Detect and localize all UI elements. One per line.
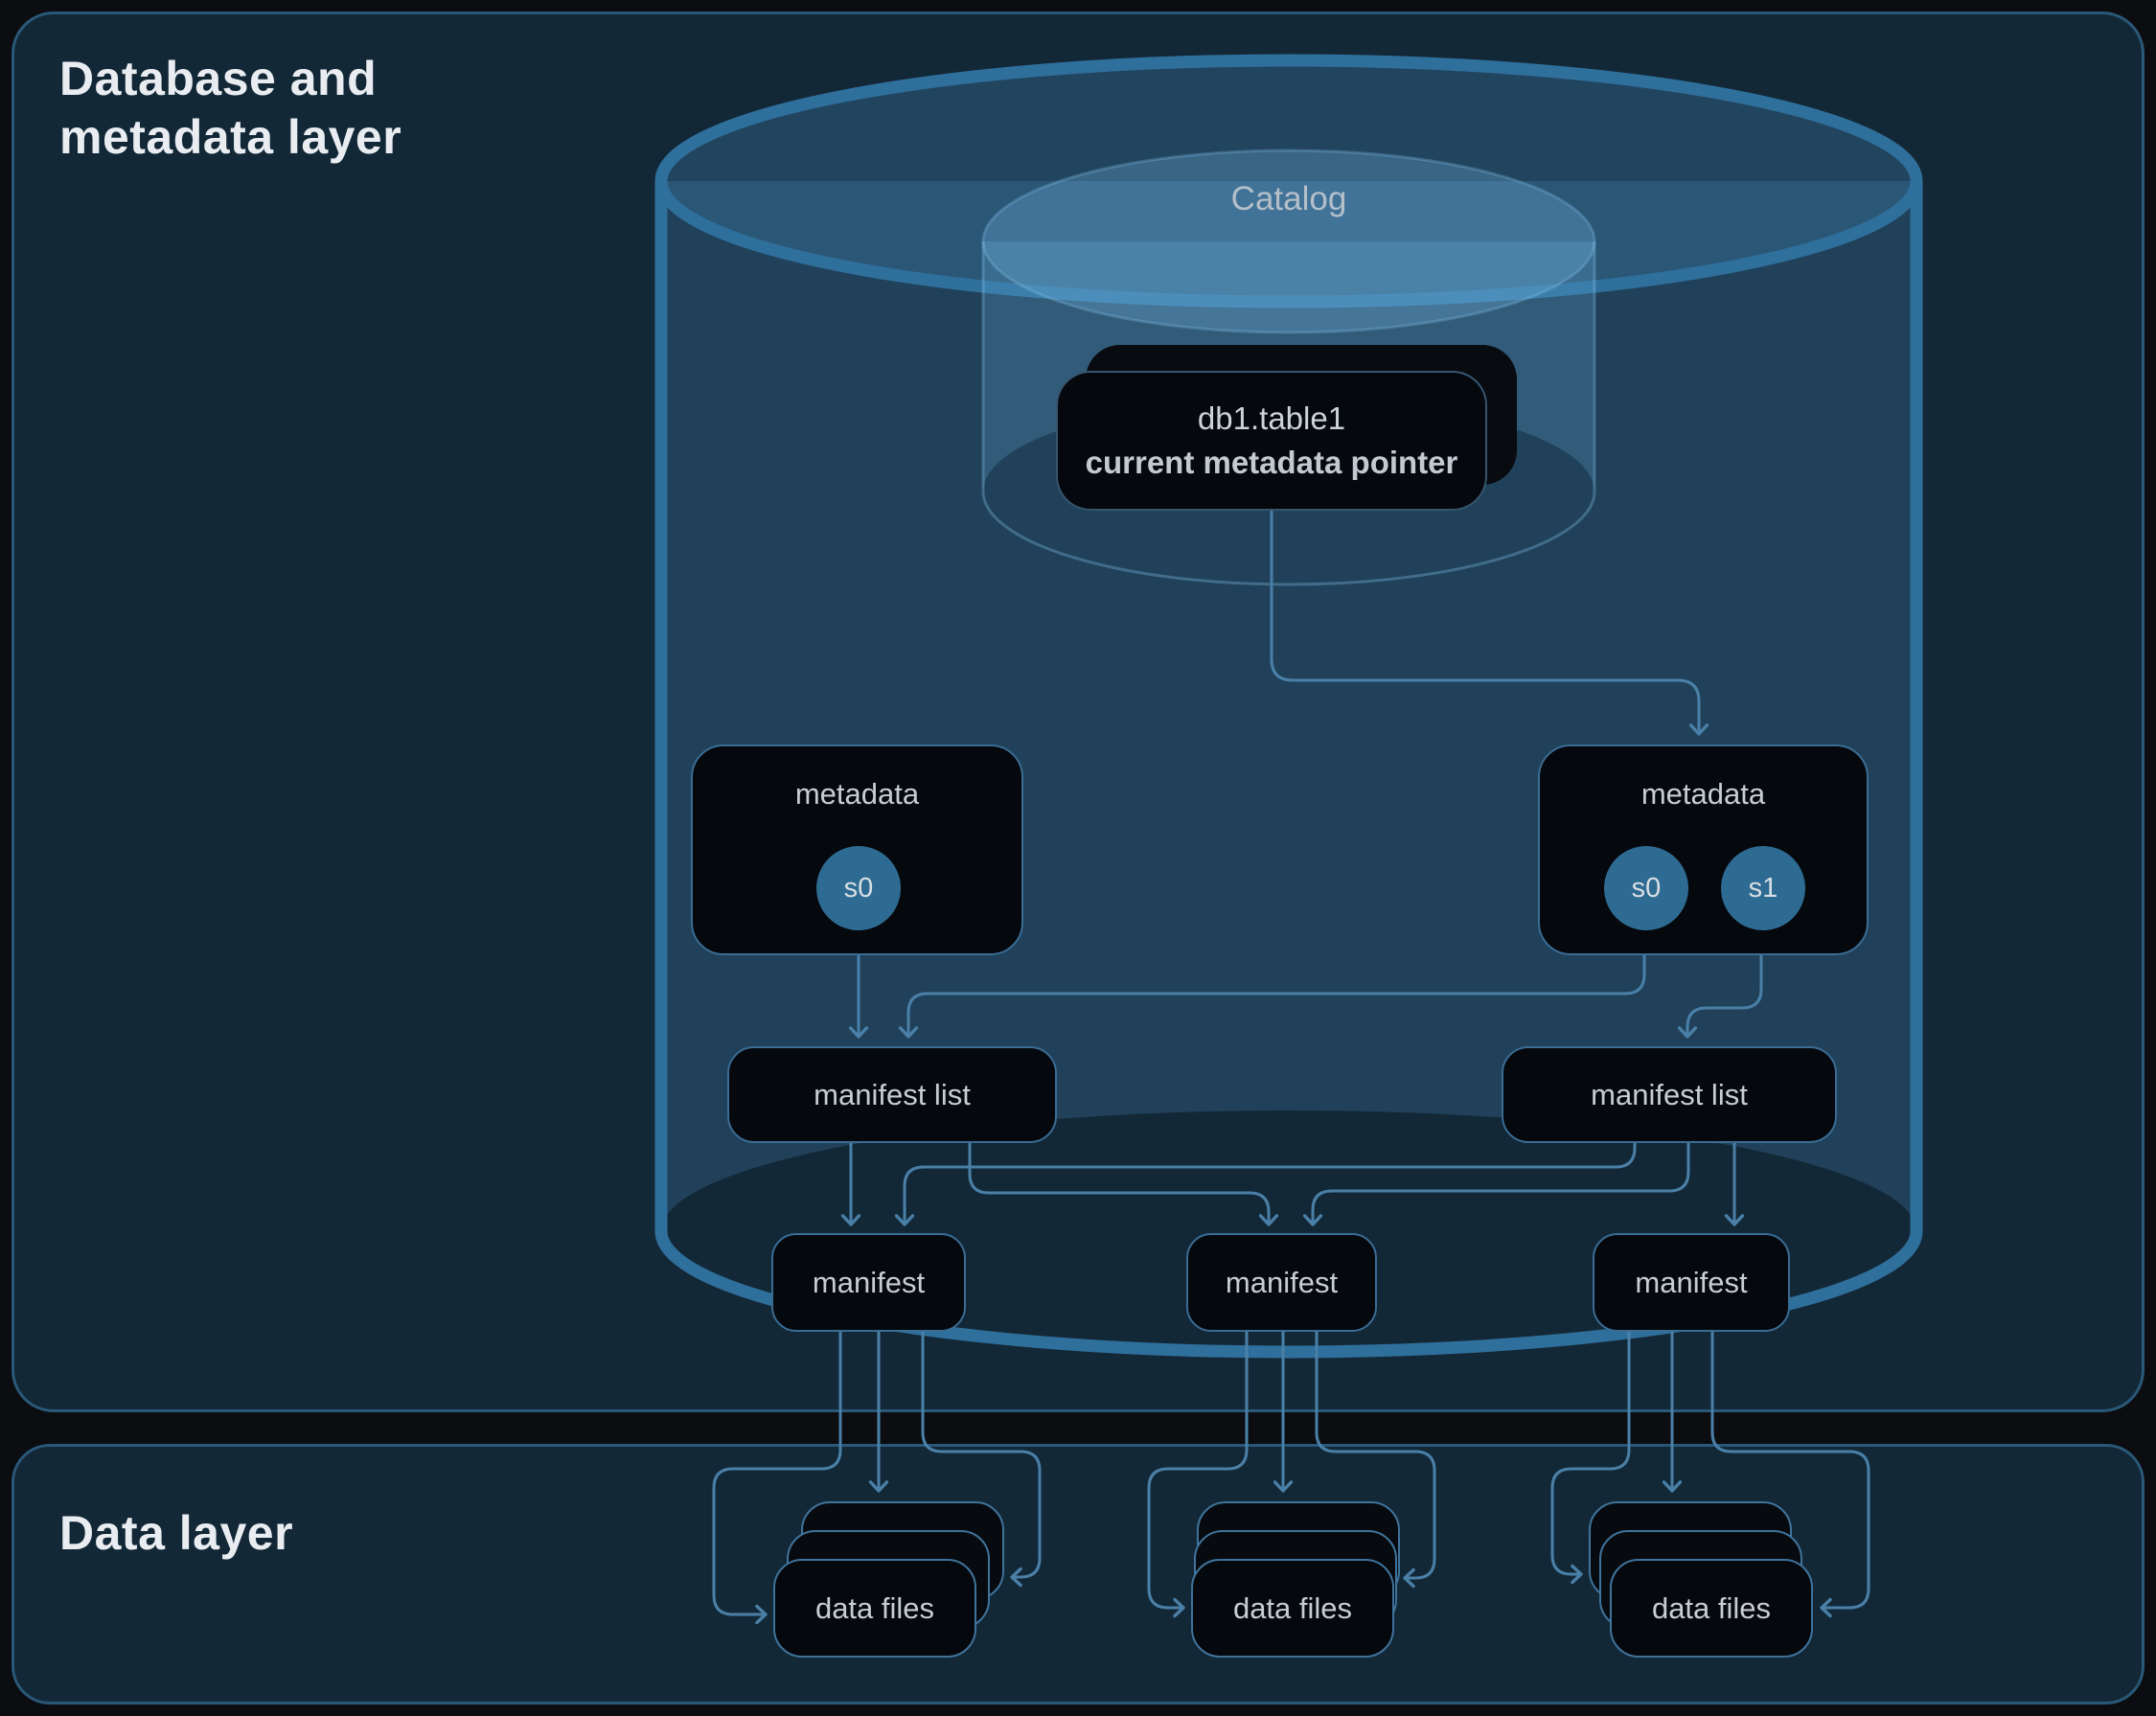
manifest-1: manifest [771, 1233, 966, 1332]
snapshot-s1-right: s1 [1721, 846, 1805, 930]
manifest-list-left-label: manifest list [814, 1077, 971, 1111]
current-metadata-pointer-card: db1.table1 current metadata pointer [1056, 371, 1487, 511]
edge-manifest2-datafiles-right [1315, 1332, 1436, 1589]
metadata-file-left: metadata s0 [691, 744, 1023, 955]
edge-pointer-to-metadata-right [1270, 511, 1709, 736]
data-files-1-label: data files [814, 1590, 935, 1625]
edge-mlr-to-manifest1 [894, 1143, 1637, 1226]
edge-manifest3-datafiles-right [1710, 1332, 1870, 1618]
edge-mll-to-manifest2 [968, 1143, 1279, 1226]
data-files-2-label: data files [1232, 1590, 1353, 1625]
manifest-3-label: manifest [1635, 1265, 1748, 1299]
data-files-2: data files [1191, 1559, 1394, 1658]
data-layer-title: Data layer [59, 1506, 294, 1560]
edge-manifest3-datafiles-left [1550, 1332, 1631, 1585]
manifest-list-left: manifest list [727, 1046, 1057, 1143]
pointer-subtitle: current metadata pointer [1085, 445, 1458, 480]
data-files-3-label: data files [1651, 1590, 1772, 1625]
edge-mlr-to-manifest2 [1302, 1143, 1690, 1226]
data-files-3: data files [1610, 1559, 1813, 1658]
snapshot-s0-right: s0 [1604, 846, 1688, 930]
metadata-layer-panel [11, 11, 2145, 1412]
metadata-file-right: metadata s0 s1 [1538, 744, 1869, 955]
metadata-layer-title: Database and metadata layer [59, 52, 402, 164]
catalog-label: Catalog [1230, 180, 1347, 217]
manifest-3: manifest [1593, 1233, 1790, 1332]
storage-cylinder [654, 54, 1923, 1359]
pointer-table-name: db1.table1 [1197, 400, 1346, 436]
metadata-file-left-label: metadata [794, 777, 920, 811]
edge-manifest1-datafiles-left [712, 1332, 842, 1625]
manifest-list-right-label: manifest list [1591, 1077, 1748, 1111]
edge-s1-to-manifestlist-right [1677, 928, 1763, 1039]
snapshot-s0-left: s0 [816, 846, 901, 930]
manifest-2-label: manifest [1225, 1265, 1339, 1299]
data-files-1: data files [773, 1559, 976, 1658]
manifest-list-right: manifest list [1502, 1046, 1837, 1143]
metadata-file-right-label: metadata [1640, 777, 1766, 811]
edge-manifest1-datafiles-right [921, 1332, 1042, 1588]
edge-manifest2-datafiles-left [1147, 1332, 1249, 1618]
edge-s0r-to-manifestlist-left [898, 928, 1646, 1039]
connector-lines [712, 511, 1870, 1625]
manifest-2: manifest [1186, 1233, 1377, 1332]
manifest-1-label: manifest [812, 1265, 926, 1299]
